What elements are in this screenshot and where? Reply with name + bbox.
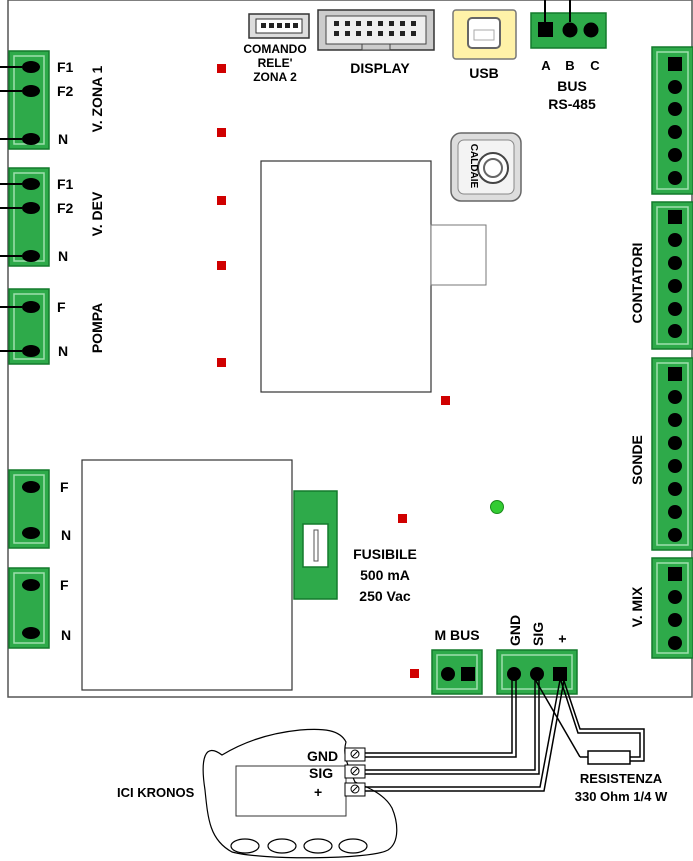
- bus-pin-c: C: [590, 58, 600, 73]
- contatori-connector: [651, 201, 693, 350]
- red-led-group: [217, 64, 450, 678]
- kronos-pin-gnd: GND: [307, 748, 338, 764]
- usb-connector: [452, 9, 517, 60]
- pompa-pin-n: N: [58, 343, 68, 359]
- relay-label-3: ZONA 2: [253, 70, 297, 84]
- dev-pin-n: N: [58, 248, 68, 264]
- kronos-terminal-connector: [496, 649, 578, 695]
- kronos-screw-terminals: [344, 747, 366, 797]
- power2-pin-n: N: [61, 627, 71, 643]
- green-led: [490, 500, 504, 514]
- display-pin: [389, 31, 394, 36]
- bus-pin-b: B: [565, 58, 574, 73]
- vmix-label: V. MIX: [629, 586, 645, 627]
- resistor: [587, 750, 631, 765]
- display-pin: [334, 31, 339, 36]
- caldaie-switch: [450, 132, 522, 202]
- power1-connector: [8, 469, 50, 549]
- display-pin: [378, 31, 383, 36]
- display-pin: [367, 31, 372, 36]
- relay-label-1: COMANDO: [243, 42, 306, 56]
- dev-pin-f1: F1: [57, 176, 74, 192]
- sonde-connector: [651, 357, 693, 551]
- display-label: DISPLAY: [350, 60, 410, 76]
- fuse-label: FUSIBILE: [353, 546, 417, 562]
- display-pin: [334, 21, 339, 26]
- zona1-connector: [0, 50, 50, 150]
- kronos-label: ICI KRONOS: [117, 785, 195, 800]
- bus-subtitle: RS-485: [548, 96, 596, 112]
- term-plus-label: +: [554, 635, 570, 643]
- relay-label-2: RELE': [258, 56, 293, 70]
- dev-pin-f2: F2: [57, 200, 74, 216]
- resistor-value: 330 Ohm 1/4 W: [575, 789, 668, 804]
- display-pin: [389, 21, 394, 26]
- fuse-holder: [293, 490, 338, 600]
- power1-pin-f: F: [60, 479, 69, 495]
- display-pin: [411, 31, 416, 36]
- pompa-connector: [0, 288, 50, 365]
- usb-label: USB: [469, 65, 499, 81]
- fuse-rating: 500 mA: [360, 567, 410, 583]
- bus-title: BUS: [557, 78, 587, 94]
- power1-pin-n: N: [61, 527, 71, 543]
- pompa-title: POMPA: [89, 303, 105, 353]
- term-gnd-label: GND: [507, 615, 523, 646]
- mbus-connector: [431, 649, 483, 695]
- zona1-pin-f2: F2: [57, 83, 74, 99]
- display-pin: [345, 21, 350, 26]
- transformer: [81, 459, 293, 691]
- display-pin: [356, 31, 361, 36]
- term-sig-label: SIG: [530, 622, 546, 646]
- power2-connector: [8, 567, 50, 649]
- caldaie-label: CALDAIE: [468, 144, 479, 189]
- kronos-pin-sig: SIG: [309, 765, 333, 781]
- display-connector: [317, 9, 435, 51]
- vmix-connector: [651, 557, 693, 659]
- right-connector-top: [651, 46, 693, 195]
- relay-zone2-connector: [248, 13, 310, 39]
- zona1-pin-f1: F1: [57, 59, 74, 75]
- dev-title: V. DEV: [89, 191, 105, 236]
- display-pin: [378, 21, 383, 26]
- dev-connector: [0, 167, 50, 267]
- ici-kronos-device: [202, 728, 398, 859]
- bus-pin-a: A: [541, 58, 551, 73]
- resistor-label: RESISTENZA: [580, 771, 663, 786]
- display-pin: [356, 21, 361, 26]
- display-pin: [400, 21, 405, 26]
- display-pin: [345, 31, 350, 36]
- bus-rs485-connector: [530, 0, 607, 49]
- relay-tab: [430, 224, 487, 286]
- sonde-label: SONDE: [629, 435, 645, 485]
- relay-block: [260, 160, 432, 393]
- contatori-label: CONTATORI: [629, 243, 645, 324]
- mbus-label: M BUS: [434, 627, 479, 643]
- power2-pin-f: F: [60, 577, 69, 593]
- zona1-title: V. ZONA 1: [89, 65, 105, 132]
- wiring: [365, 679, 645, 792]
- display-pin: [400, 31, 405, 36]
- kronos-pin-plus: +: [314, 784, 322, 800]
- pompa-pin-f: F: [57, 299, 66, 315]
- fuse-voltage: 250 Vac: [359, 588, 411, 604]
- display-pin: [367, 21, 372, 26]
- zona1-pin-n: N: [58, 131, 68, 147]
- display-pin: [411, 21, 416, 26]
